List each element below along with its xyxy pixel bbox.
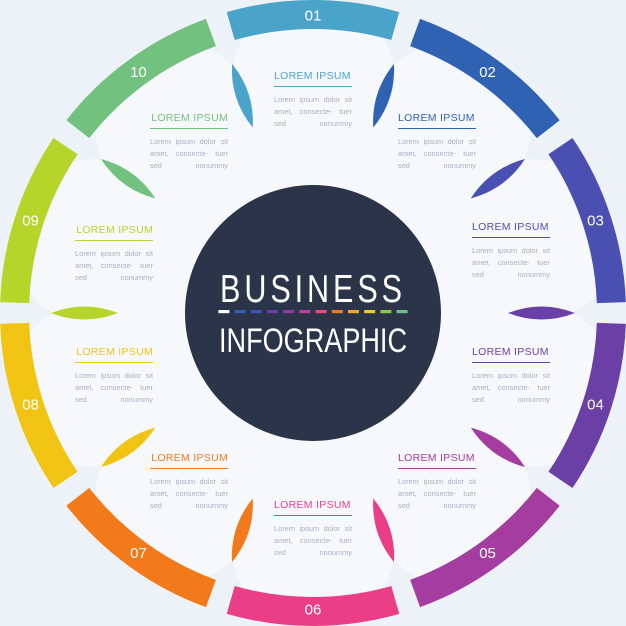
center-circle bbox=[185, 185, 441, 441]
inner-leaf bbox=[470, 427, 525, 467]
item-10: LOREM IPSUM Lorem ipsum dolor sit amet, … bbox=[150, 112, 228, 172]
item-02-body: Lorem ipsum dolor sit amet, consecte- tu… bbox=[398, 137, 476, 170]
flower-background bbox=[10, 0, 616, 626]
item-09-body: Lorem ipsum dolor sit amet, consecte- tu… bbox=[75, 249, 153, 282]
petal-05 bbox=[410, 487, 560, 608]
item-01-rule bbox=[274, 86, 352, 87]
item-04-heading: LOREM IPSUM bbox=[472, 346, 549, 358]
petal-09 bbox=[0, 137, 78, 304]
title-dash bbox=[218, 310, 230, 314]
petal-04 bbox=[548, 322, 626, 489]
inner-leaf bbox=[470, 159, 525, 199]
item-07-heading: LOREM IPSUM bbox=[151, 452, 228, 464]
petal-03 bbox=[548, 137, 626, 304]
petal-number-07: 07 bbox=[130, 545, 147, 562]
item-05-rule bbox=[398, 468, 476, 469]
item-02-rule bbox=[398, 128, 476, 129]
inner-leaf bbox=[101, 427, 156, 467]
petal-01 bbox=[226, 0, 400, 41]
petal-number-03: 03 bbox=[587, 213, 604, 230]
item-05-body: Lorem ipsum dolor sit amet, consecte- tu… bbox=[398, 477, 476, 510]
title-dash bbox=[331, 310, 343, 314]
item-05-heading: LOREM IPSUM bbox=[398, 452, 475, 464]
petal-number-02: 02 bbox=[479, 64, 496, 81]
petal-number-05: 05 bbox=[479, 545, 496, 562]
inner-leaf bbox=[101, 159, 156, 199]
item-06-heading: LOREM IPSUM bbox=[274, 499, 351, 511]
item-07-rule bbox=[150, 468, 228, 469]
color-dash-row bbox=[218, 310, 408, 314]
petal-number-06: 06 bbox=[305, 602, 322, 619]
item-04-body: Lorem ipsum dolor sit amet, consecte- tu… bbox=[472, 371, 550, 404]
item-02-heading: LOREM IPSUM bbox=[398, 112, 475, 124]
item-08: LOREM IPSUM Lorem ipsum dolor sit amet, … bbox=[75, 346, 153, 406]
petal-number-10: 10 bbox=[130, 64, 147, 81]
item-03-body: Lorem ipsum dolor sit amet, consecte- tu… bbox=[472, 246, 550, 279]
petal-02 bbox=[410, 18, 560, 139]
title-dash bbox=[234, 310, 246, 314]
item-08-body: Lorem ipsum dolor sit amet, consecte- tu… bbox=[75, 371, 153, 404]
inner-leaf bbox=[373, 498, 395, 563]
item-03-heading: LOREM IPSUM bbox=[472, 221, 549, 233]
petal-07 bbox=[66, 487, 216, 608]
title-dash bbox=[396, 310, 408, 314]
petal-number-group: 01 02 03 04 05 06 07 08 09 10 bbox=[22, 8, 604, 619]
title-dash bbox=[348, 310, 359, 314]
title-line-2: INFOGRAPHIC bbox=[219, 322, 407, 360]
inner-leaf bbox=[373, 63, 395, 128]
title-dash bbox=[283, 310, 295, 314]
petal-08 bbox=[0, 322, 78, 489]
item-01-body: Lorem ipsum dolor sit amet, consecte- tu… bbox=[274, 95, 352, 128]
petal-number-01: 01 bbox=[305, 8, 322, 25]
item-04-rule bbox=[472, 362, 550, 363]
petal-number-09: 09 bbox=[22, 213, 39, 230]
item-08-heading: LOREM IPSUM bbox=[76, 346, 153, 358]
title-dash bbox=[267, 310, 278, 314]
title-dash bbox=[315, 310, 327, 314]
inner-leaf bbox=[508, 306, 575, 320]
petal-06 bbox=[226, 585, 400, 626]
item-04: LOREM IPSUM Lorem ipsum dolor sit amet, … bbox=[472, 346, 550, 406]
item-06-body: Lorem ipsum dolor sit amet, consecte- tu… bbox=[274, 524, 352, 557]
item-05: LOREM IPSUM Lorem ipsum dolor sit amet, … bbox=[398, 452, 476, 512]
inner-leaf bbox=[231, 63, 253, 128]
item-03-rule bbox=[472, 237, 550, 238]
item-08-rule bbox=[75, 362, 153, 363]
title-dash bbox=[250, 310, 262, 314]
title-dash bbox=[299, 310, 311, 314]
item-09: LOREM IPSUM Lorem ipsum dolor sit amet, … bbox=[75, 224, 153, 284]
inner-leaf bbox=[231, 498, 253, 563]
item-07: LOREM IPSUM Lorem ipsum dolor sit amet, … bbox=[150, 452, 228, 512]
petal-number-04: 04 bbox=[587, 396, 604, 413]
item-09-rule bbox=[75, 240, 153, 241]
item-06-rule bbox=[274, 515, 352, 516]
item-01-heading: LOREM IPSUM bbox=[274, 70, 351, 82]
item-03: LOREM IPSUM Lorem ipsum dolor sit amet, … bbox=[472, 221, 550, 281]
title-line-1: BUSINESS bbox=[220, 268, 406, 311]
inner-leaf bbox=[51, 306, 118, 320]
item-10-body: Lorem ipsum dolor sit amet, consecte- tu… bbox=[150, 137, 228, 170]
title-dash bbox=[364, 310, 376, 314]
item-10-heading: LOREM IPSUM bbox=[151, 112, 228, 124]
inner-leaf-group bbox=[51, 63, 575, 563]
petal-10 bbox=[66, 18, 216, 139]
item-10-rule bbox=[150, 128, 228, 129]
item-07-body: Lorem ipsum dolor sit amet, consecte- tu… bbox=[150, 477, 228, 510]
item-01: LOREM IPSUM Lorem ipsum dolor sit amet, … bbox=[274, 70, 352, 130]
flower-lobe bbox=[231, 463, 395, 626]
item-02: LOREM IPSUM Lorem ipsum dolor sit amet, … bbox=[398, 112, 476, 172]
item-06: LOREM IPSUM Lorem ipsum dolor sit amet, … bbox=[274, 499, 352, 559]
item-09-heading: LOREM IPSUM bbox=[76, 224, 153, 236]
flower-lobe bbox=[231, 0, 395, 163]
petal-number-08: 08 bbox=[22, 396, 39, 413]
title-dash bbox=[380, 310, 392, 314]
